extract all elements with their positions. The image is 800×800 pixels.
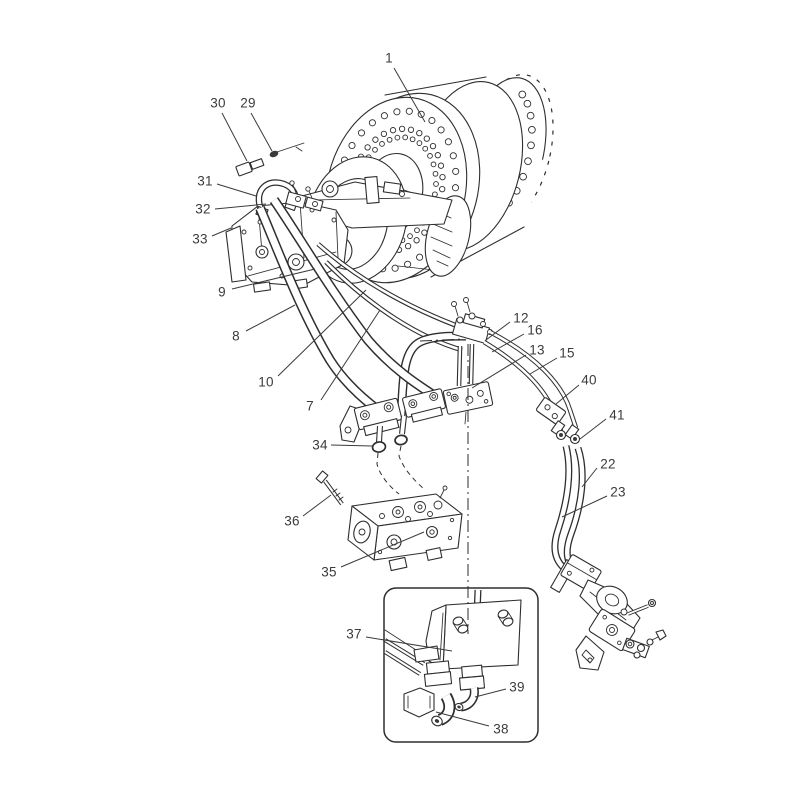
leader-line-1	[393, 67, 426, 123]
o-rings-34	[371, 434, 425, 495]
pipe-10	[316, 242, 469, 333]
leader-line-30	[221, 112, 248, 162]
leader-line-13	[471, 354, 527, 389]
leader-line-10	[277, 289, 367, 377]
leader-line-41	[579, 418, 607, 440]
leader-line-15	[529, 357, 558, 375]
leader-line-12	[485, 321, 511, 341]
leader-line-8	[245, 304, 296, 332]
bolt-36	[315, 470, 344, 506]
leader-line-34	[330, 444, 373, 447]
centerline	[419, 338, 469, 634]
leader-line-29	[250, 112, 273, 152]
leader-line-33	[211, 227, 232, 237]
leader-line-38	[435, 711, 490, 727]
leader-line-9	[231, 268, 316, 290]
callout-leader-lines	[211, 67, 608, 727]
hose-8	[255, 206, 382, 414]
leader-line-40	[555, 384, 580, 405]
elbow-fitting-38	[403, 660, 456, 727]
pipe-15	[488, 329, 579, 429]
detail-inset-box	[383, 587, 539, 743]
leader-line-36	[302, 494, 332, 517]
leader-line-7	[320, 309, 381, 401]
pump-top-fittings	[285, 180, 324, 212]
pipe-7	[324, 260, 463, 353]
leader-line-22	[581, 467, 598, 488]
leader-line-31	[216, 183, 257, 197]
split-flange-clamps	[339, 388, 446, 443]
elbow-fitting-39	[454, 664, 486, 712]
leader-line-23	[561, 495, 608, 518]
valve-block-35	[347, 485, 463, 572]
riser-tube	[395, 331, 467, 429]
leader-line-16	[491, 333, 525, 353]
pin-30	[235, 158, 265, 177]
leader-line-35	[340, 531, 425, 568]
bolt-29	[269, 142, 305, 158]
bracket-plate-37	[413, 599, 522, 670]
elbow-fittings-41	[550, 420, 581, 445]
hose-23	[551, 445, 573, 571]
leader-line-32	[214, 203, 267, 210]
clamp-40	[535, 397, 567, 425]
lower-hose-assembly	[550, 554, 667, 671]
leader-line-39	[474, 688, 507, 698]
leader-line-37	[365, 636, 453, 652]
